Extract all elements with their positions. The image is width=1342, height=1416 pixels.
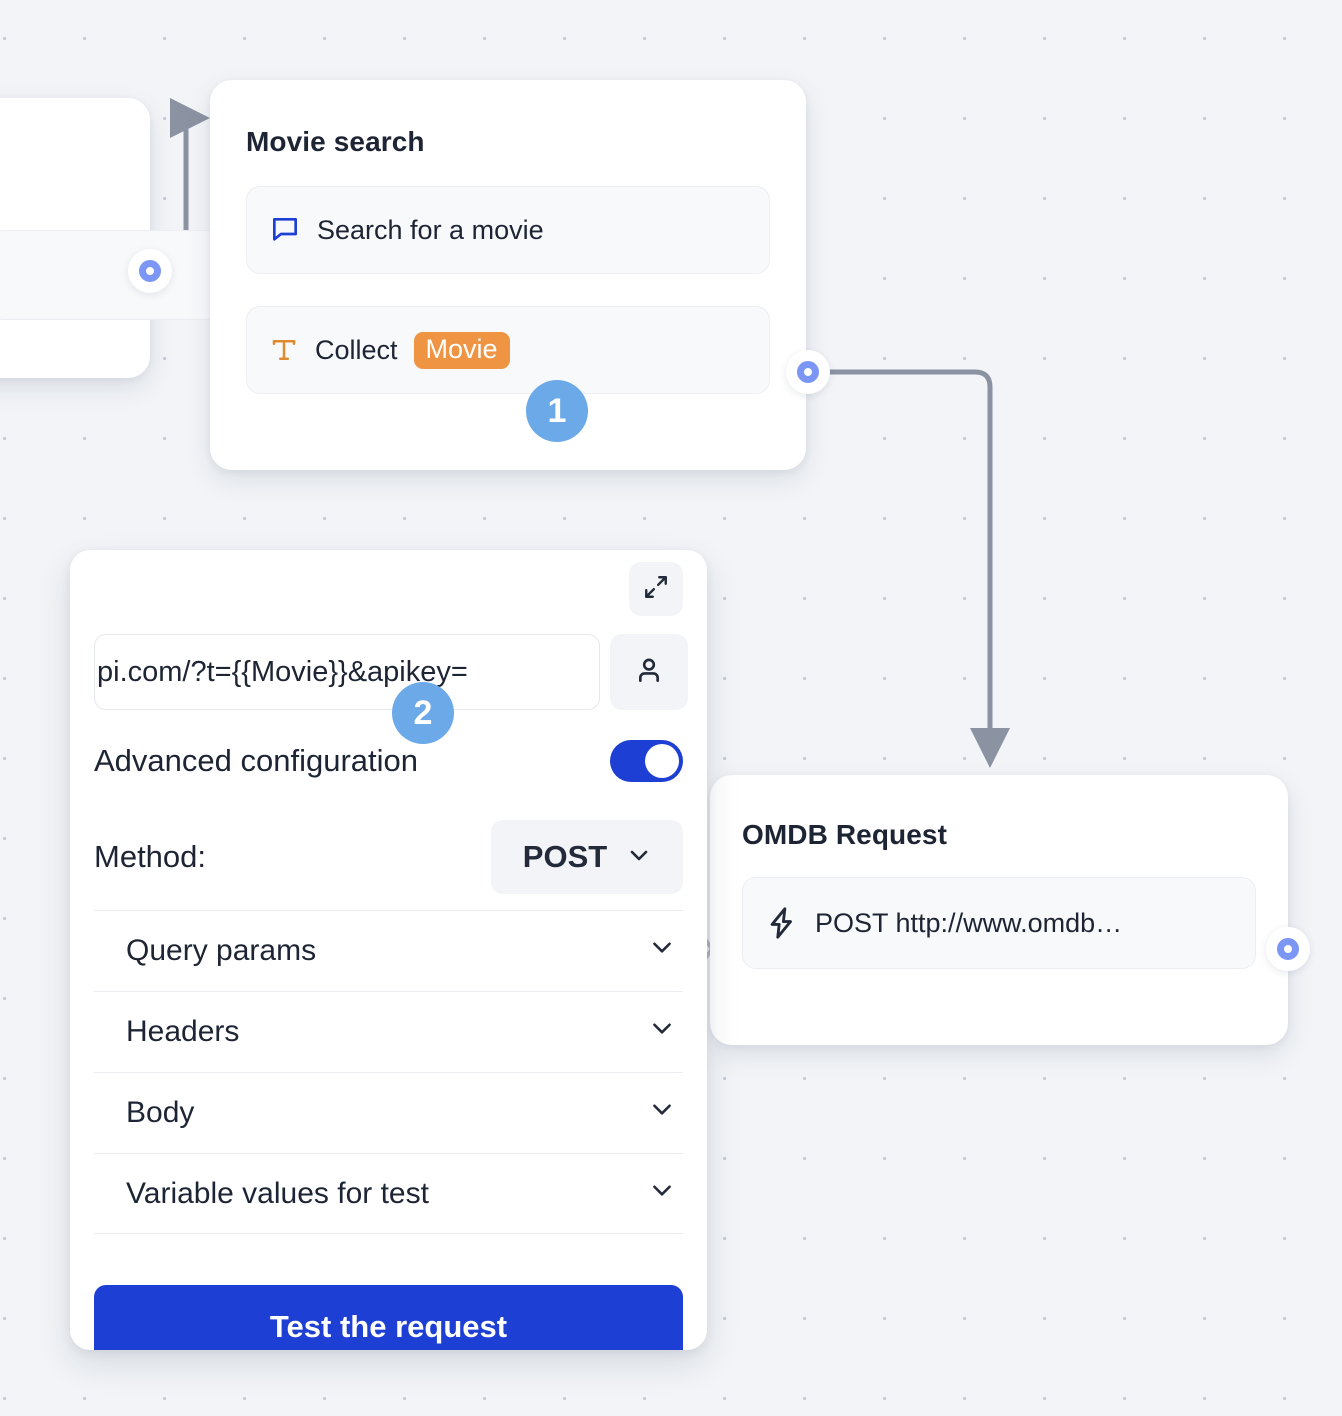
step-badge-2: 2	[392, 682, 454, 744]
lightning-bolt-icon	[765, 906, 799, 940]
expand-panel-button[interactable]	[629, 562, 683, 616]
section-variable-values-for-test[interactable]: Variable values for test	[94, 1153, 683, 1234]
section-body[interactable]: Body	[94, 1072, 683, 1153]
chat-bubble-icon	[269, 214, 301, 246]
handle-omdb-request-output[interactable]	[1266, 927, 1310, 971]
step-badge-1: 1	[526, 380, 588, 442]
chevron-down-icon	[649, 1015, 675, 1049]
section-label: Query params	[126, 934, 317, 967]
method-label: Method:	[94, 839, 207, 874]
method-value: POST	[522, 839, 608, 874]
node-row-search-for-a-movie[interactable]: Search for a movie	[246, 186, 770, 274]
advanced-configuration-row: Advanced configuration	[94, 740, 683, 782]
url-input[interactable]: pi.com/?t={{Movie}}&apikey=	[94, 634, 600, 710]
node-row-collect-movie[interactable]: Collect Movie	[246, 306, 770, 394]
handle-movie-search-output[interactable]	[786, 350, 830, 394]
chevron-down-icon	[649, 1177, 675, 1211]
node-row-label: Search for a movie	[317, 214, 544, 245]
expand-diagonal-icon	[643, 574, 669, 605]
chevron-down-icon	[649, 1096, 675, 1130]
section-query-params[interactable]: Query params	[94, 910, 683, 991]
auth-user-button[interactable]	[610, 634, 688, 710]
variable-chip-movie[interactable]: Movie	[413, 331, 510, 369]
chevron-down-icon	[627, 839, 651, 875]
node-row-label: Collect	[315, 334, 398, 365]
node-omdb-request-title: OMDB Request	[742, 819, 947, 850]
section-label: Headers	[126, 1015, 240, 1048]
node-movie-search-title: Movie search	[246, 126, 425, 157]
node-omdb-request[interactable]: OMDB Request POST http://www.omdb…	[710, 775, 1288, 1045]
node-movie-search[interactable]: Movie search Search for a movie Collect …	[210, 80, 806, 470]
test-the-request-button[interactable]: Test the request	[94, 1285, 683, 1350]
person-icon	[633, 654, 665, 691]
node-partial-left[interactable]	[0, 98, 260, 378]
method-row: Method: POST	[94, 820, 683, 894]
section-label: Variable values for test	[126, 1176, 429, 1210]
chevron-down-icon	[649, 934, 675, 968]
url-row: pi.com/?t={{Movie}}&apikey=	[94, 634, 688, 710]
node-row-post-request[interactable]: POST http://www.omdb…	[742, 877, 1256, 969]
method-select[interactable]: POST	[491, 820, 683, 894]
advanced-configuration-label: Advanced configuration	[94, 743, 419, 778]
edge-movie-to-omdb	[827, 369, 1010, 768]
url-input-value: pi.com/?t={{Movie}}&apikey=	[97, 655, 468, 688]
text-type-icon	[269, 335, 299, 365]
request-sections-accordion: Query params Headers Body	[94, 910, 683, 1234]
handle-partial-output[interactable]	[128, 249, 172, 293]
toggle-knob	[645, 744, 679, 778]
section-label: Body	[126, 1096, 195, 1129]
section-headers[interactable]: Headers	[94, 991, 683, 1072]
node-row-label: POST http://www.omdb…	[815, 907, 1123, 938]
advanced-configuration-toggle[interactable]	[610, 740, 683, 782]
request-config-panel[interactable]: pi.com/?t={{Movie}}&apikey= Advanced con…	[70, 550, 707, 1350]
